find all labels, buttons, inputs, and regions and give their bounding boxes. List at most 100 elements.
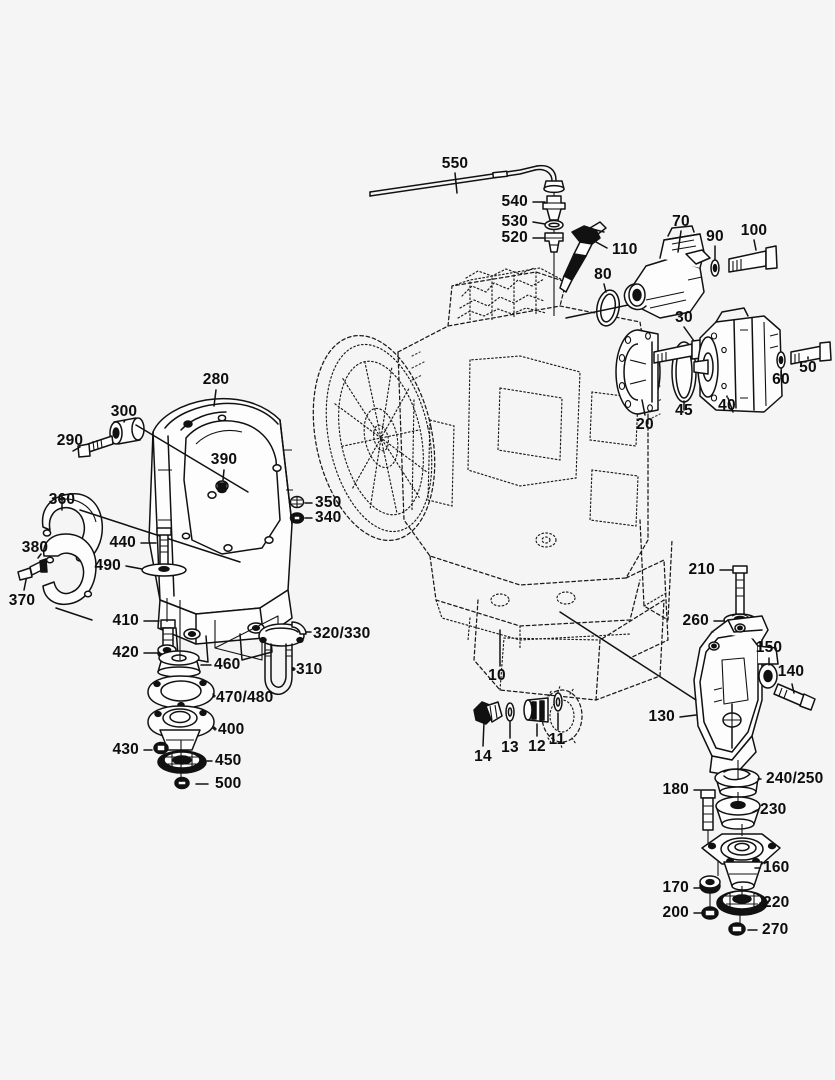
part-430-nut (153, 741, 169, 755)
callout-label-440: 440 (110, 534, 136, 551)
part-400-mount-body (147, 705, 215, 751)
part-160-mount-plate (701, 833, 781, 891)
callout-label-360: 360 (49, 491, 75, 508)
part-550-dipstick-tube (369, 164, 565, 316)
part-340-nut (289, 512, 305, 524)
part-170-nut (699, 875, 721, 894)
callout-290 (72, 446, 81, 452)
part-40-hydraulic-pump-lower (693, 307, 783, 413)
callout-490 (125, 565, 143, 570)
callout-label-30: 30 (675, 309, 693, 326)
callout-280 (213, 389, 217, 407)
callout-310 (291, 667, 296, 671)
part-20-adapter-flange (615, 329, 661, 415)
part-110-sensor (559, 221, 607, 293)
callout-label-70: 70 (672, 213, 690, 230)
callout-label-210: 210 (689, 561, 715, 578)
callout-label-100: 100 (741, 222, 767, 239)
callout-20 (641, 399, 646, 416)
callout-label-290: 290 (57, 432, 83, 449)
callout-label-310: 310 (296, 661, 322, 678)
callout-label-520: 520 (502, 229, 528, 246)
callout-label-540: 540 (502, 193, 528, 210)
callout-label-420: 420 (113, 644, 139, 661)
callout-label-410: 410 (113, 612, 139, 629)
callout-label-140: 140 (778, 663, 804, 680)
callout-label-460: 460 (214, 656, 240, 673)
part-270-nut (728, 922, 746, 936)
callout-label-450: 450 (215, 752, 241, 769)
part-130-rear-bracket (693, 615, 779, 777)
part-530-oring (544, 219, 564, 231)
callout-label-230: 230 (760, 801, 786, 818)
callout-label-130: 130 (649, 708, 675, 725)
part-13-washer (505, 702, 515, 722)
callout-300 (123, 419, 249, 493)
callout-label-500: 500 (215, 775, 241, 792)
callout-label-10: 10 (488, 667, 506, 684)
part-60-washer (776, 351, 786, 369)
bracket-to-clamp-reference-lines (214, 615, 279, 661)
part-450-spring-seat (157, 750, 207, 774)
callout-230 (752, 809, 758, 813)
part-50-bolt (790, 341, 832, 365)
callout-label-550: 550 (442, 155, 468, 172)
part-280-front-bracket (148, 397, 293, 663)
part-310-u-bolt (264, 643, 293, 696)
callout-label-50: 50 (799, 359, 817, 376)
part-460-washer-cup (157, 650, 201, 678)
callout-label-490: 490 (95, 557, 121, 574)
callout-350-340-leaders (304, 502, 313, 519)
part-370-clamp-lower (42, 533, 97, 606)
callout-label-180: 180 (663, 781, 689, 798)
part-140-bolt (773, 683, 816, 711)
callout-label-12: 12 (528, 738, 546, 755)
callout-400 (212, 726, 217, 731)
callout-40 (726, 395, 734, 413)
part-150-washer (758, 663, 778, 689)
callout-label-60: 60 (772, 371, 790, 388)
callout-470-480 (212, 693, 216, 698)
part-350-bolt (289, 495, 305, 509)
assembly-centerlines (166, 598, 743, 926)
callout-14 (482, 721, 485, 747)
callout-100 (753, 239, 757, 251)
callout-label-160: 160 (763, 859, 789, 876)
callout-label-90: 90 (706, 228, 724, 245)
callout-label-350: 350 (315, 494, 341, 511)
part-440-bolt (156, 527, 172, 569)
callout-label-110: 110 (612, 241, 638, 258)
part-11-washer (553, 692, 563, 712)
callout-label-270: 270 (762, 921, 788, 938)
callout-label-340: 340 (315, 509, 341, 526)
part-220-spring-seat (716, 890, 768, 916)
callout-label-20: 20 (636, 416, 654, 433)
callout-label-390: 390 (211, 451, 237, 468)
callout-label-280: 280 (203, 371, 229, 388)
part-14-plug (473, 701, 503, 725)
part-500-nut (174, 776, 190, 790)
callout-540-530-520-leaders (532, 201, 546, 239)
callout-label-40: 40 (718, 397, 736, 414)
callout-label-240-250: 240/250 (766, 770, 823, 787)
callout-70 (677, 230, 682, 253)
part-90-washer (710, 259, 720, 277)
part-180-bolt (700, 789, 719, 876)
callout-110 (595, 241, 608, 249)
callout-label-14: 14 (474, 748, 492, 765)
callout-label-45: 45 (675, 402, 693, 419)
callout-label-470-480: 470/480 (216, 689, 273, 706)
callout-label-150: 150 (756, 639, 782, 656)
part-540-fitting (542, 195, 566, 221)
callout-label-400: 400 (218, 721, 244, 738)
callout-label-260: 260 (683, 612, 709, 629)
part-300-bushing (109, 417, 145, 445)
part-320-330-clamp (258, 621, 307, 647)
callout-label-370: 370 (9, 592, 35, 609)
callout-130 (559, 611, 697, 718)
part-70-hydraulic-pump-upper (623, 225, 711, 319)
callout-label-200: 200 (663, 904, 689, 921)
part-380-bolt (17, 558, 48, 581)
